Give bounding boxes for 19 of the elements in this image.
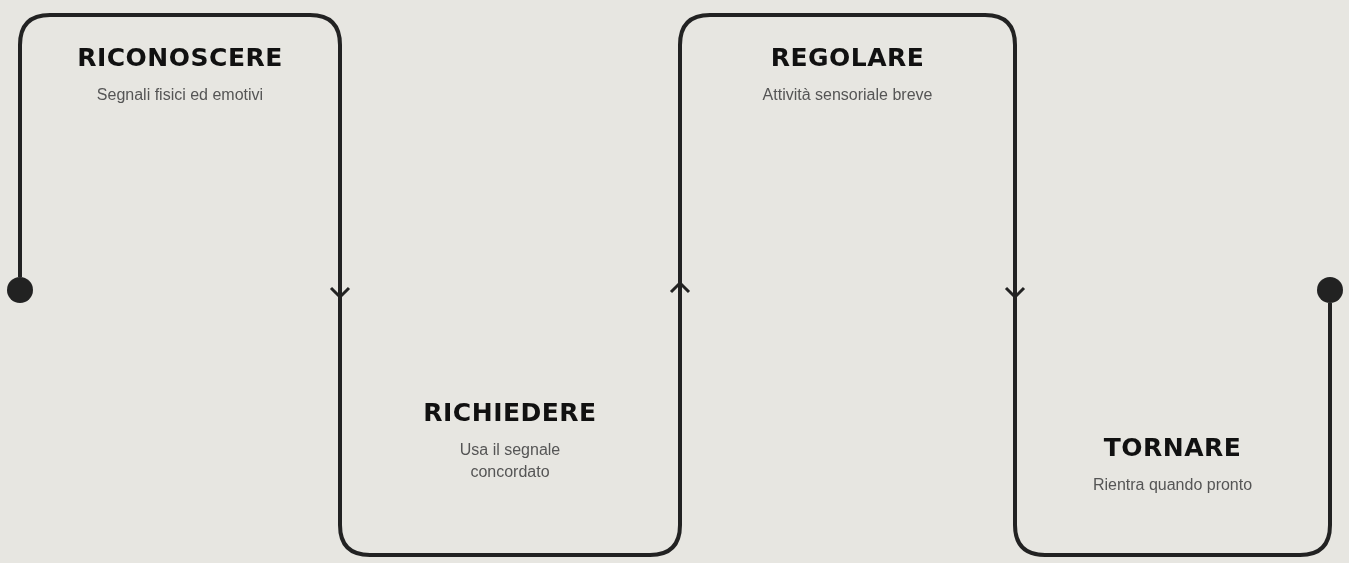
- step-title: RICONOSCERE: [77, 43, 283, 72]
- connector-line: [1328, 303, 1332, 337]
- step-description: Usa il segnale concordato: [458, 440, 562, 483]
- connector-line: [18, 260, 22, 277]
- connector-line: [669, 281, 691, 297]
- step-title: TORNARE: [1103, 433, 1242, 462]
- step-panel: [678, 13, 1017, 285]
- connector-line: [329, 260, 351, 299]
- step-panel: [1013, 295, 1332, 557]
- step-description: Segnali fisici ed emotivi: [96, 85, 264, 105]
- step-title: RICHIEDERE: [423, 398, 597, 427]
- step-panel: [338, 295, 682, 557]
- step-description: Attività sensoriale breve: [762, 85, 933, 105]
- start-end-dot: [1315, 275, 1345, 305]
- connector-line: [1004, 283, 1026, 299]
- start-end-dot: [5, 275, 35, 305]
- step-description: Rientra quando pronto: [1092, 475, 1253, 495]
- step-title: REGOLARE: [770, 43, 925, 72]
- step-panel: [18, 13, 342, 262]
